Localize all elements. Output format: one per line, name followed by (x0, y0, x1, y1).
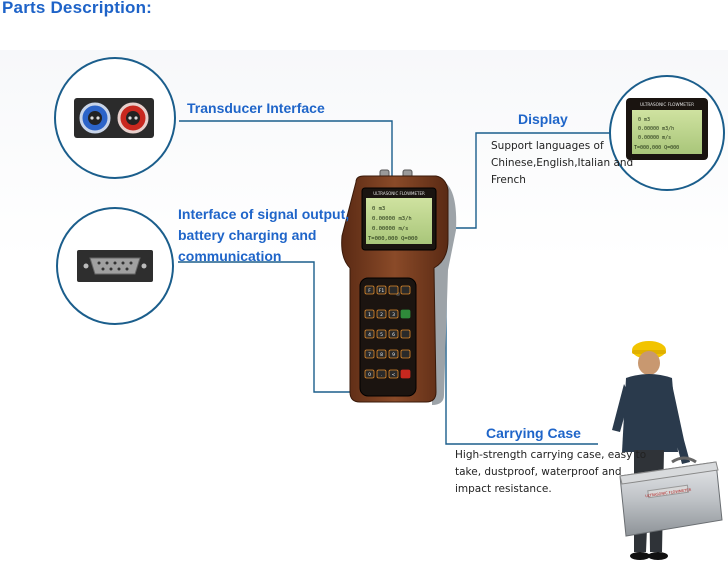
db9-pins (97, 261, 133, 271)
screw-icon (83, 263, 89, 269)
keypad-key (388, 309, 399, 319)
keypad-key (376, 285, 387, 295)
keypad-key (388, 329, 399, 339)
display-lcd-text: 0 m3 0.00000 m3/h 0.00000 m/s T=000,000 … (634, 117, 679, 151)
display-label: Display (518, 111, 568, 127)
keypad-key-label: 5 (380, 332, 383, 338)
keypad-key (400, 349, 411, 359)
pin (90, 116, 94, 120)
lcd-line: 0.00000 m/s (372, 226, 408, 232)
display-desc-line: Chinese,English,Italian and (491, 157, 634, 169)
pin (128, 116, 132, 120)
display-desc-line: French (491, 174, 526, 186)
keypad-key-label: F (368, 288, 371, 294)
lcd-line: 0 m3 (372, 206, 385, 212)
keypad-key-label: F1 (379, 288, 385, 294)
keypad-key-label: 0 (368, 372, 371, 378)
keypad-key (400, 309, 411, 319)
keypad-key (388, 349, 399, 359)
signal-label-line: Interface of signal output, (178, 206, 350, 222)
carrying-desc-line: High-strength carrying case, easy to (455, 449, 647, 461)
display-desc-line: Support languages of (491, 140, 604, 152)
keypad-key (400, 369, 411, 379)
worker-arm-left (612, 384, 630, 432)
keypad-key-label: 1 (368, 312, 371, 318)
lcd-line: 0.00000 m/s (638, 135, 671, 141)
keypad-key-label: < (392, 372, 396, 378)
keypad-key (376, 329, 387, 339)
db9-connector-icon (89, 257, 141, 275)
keypad-key (364, 369, 375, 379)
keypad-key-label: 7 (368, 352, 371, 358)
keypad-keys: F F1 1 2 3 4 5 6 7 8 9 0. < (364, 285, 411, 379)
keypad-panel (359, 277, 417, 397)
display-brand: ULTRASONIC FLOWMETER (640, 102, 694, 107)
signal-inset (56, 207, 174, 325)
display-inset: ULTRASONIC FLOWMETER 0 m3 0.00000 m3/h 0… (609, 75, 725, 191)
flowmeter-device: ULTRASONIC FLOWMETER 0 m3 0.00000 m3/h 0… (341, 169, 457, 405)
signal-label-line: battery charging and (178, 227, 317, 243)
keypad-key (388, 285, 399, 295)
keypad-key-label: 8 (380, 352, 383, 358)
case-label: ULTRASONIC FLOWMETER (645, 488, 692, 498)
lcd-line: T=000,000 Q=000 (368, 236, 418, 242)
lcd-line: T=000,000 Q=000 (634, 145, 679, 151)
keypad-key-label: 2 (380, 312, 383, 318)
lcd-line: 0.00000 m3/h (372, 216, 412, 222)
keypad-key (400, 329, 411, 339)
keypad-key (364, 349, 375, 359)
case-label-plate (647, 484, 689, 499)
lcd-line: 0 m3 (638, 117, 650, 123)
keypad-key (364, 329, 375, 339)
keypad-key (400, 285, 411, 295)
carrying-connector (430, 299, 598, 445)
display-lcd (632, 110, 702, 154)
blue-port-core (88, 111, 102, 125)
keypad-key-label: 9 (392, 352, 395, 358)
red-port-core (126, 111, 140, 125)
lcd-text: 0 m3 0.00000 m3/h 0.00000 m/s T=000,000 … (368, 206, 418, 242)
carrying-desc-line: take, dustproof, waterproof and (455, 466, 622, 478)
device-brand: ULTRASONIC FLOWMETER (373, 191, 425, 196)
case-handle (671, 456, 697, 464)
transducer-connector (179, 120, 393, 177)
keypad-key (364, 309, 375, 319)
carrying-description: High-strength carrying case, easy to tak… (455, 447, 646, 498)
pin (96, 116, 100, 120)
signal-label-line: communication (178, 248, 282, 264)
worker-arm-right (670, 384, 690, 464)
lcd-screen (366, 198, 432, 244)
screw-icon (141, 263, 147, 269)
keypad-key (376, 349, 387, 359)
carrying-label: Carrying Case (486, 425, 581, 441)
keypad-key (376, 309, 387, 319)
signal-connector (178, 261, 372, 393)
keypad-key (376, 369, 387, 379)
keypad-key (364, 285, 375, 295)
page-title: Parts Description: (2, 0, 153, 17)
keypad-key-label: 6 (392, 332, 395, 338)
transducer-inset (54, 57, 176, 179)
transducer-label: Transducer Interface (187, 100, 325, 116)
keypad-key-label: . (381, 373, 382, 378)
keypad-key-label: 3 (392, 312, 395, 318)
signal-label: Interface of signal output, battery char… (178, 204, 349, 267)
worker-shoe (630, 552, 650, 560)
keypad-key-label: 4 (368, 332, 371, 338)
display-description: Support languages of Chinese,English,Ita… (491, 138, 633, 189)
lcd-line: 0.00000 m3/h (638, 126, 674, 132)
keypad-key (388, 369, 399, 379)
case-lid-edge (619, 461, 719, 485)
worker-shoe (648, 552, 668, 560)
carrying-case-icon: ULTRASONIC FLOWMETER (619, 456, 723, 537)
pin (134, 116, 138, 120)
carrying-desc-line: impact resistance. (455, 483, 552, 495)
worker-face (638, 351, 660, 375)
worker-jacket (622, 374, 678, 452)
